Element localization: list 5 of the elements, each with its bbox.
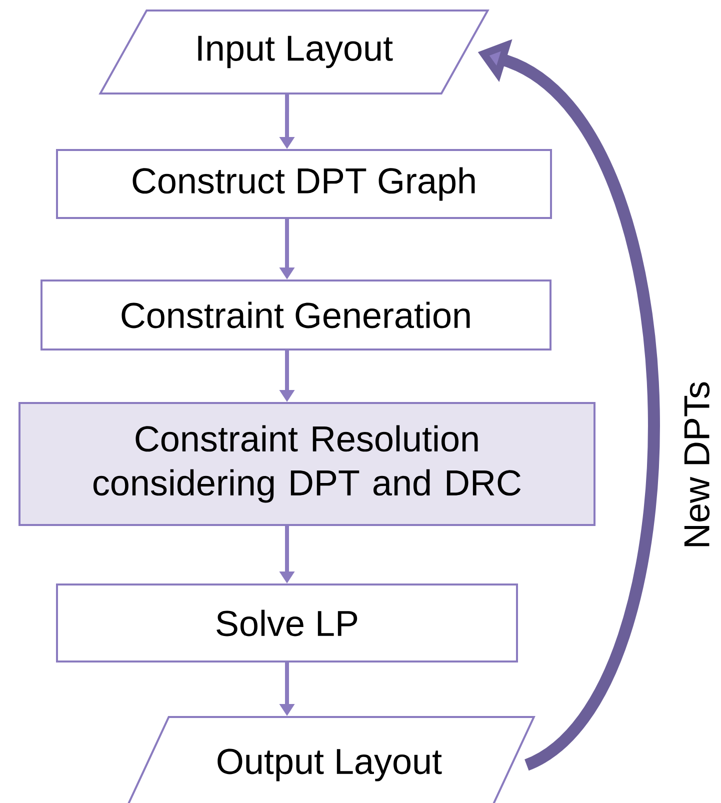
process-box: Constraint Generation	[40, 280, 552, 350]
process-box: Construct DPT Graph	[56, 149, 552, 219]
edge-label: New DPTs	[682, 378, 712, 552]
process-box: Solve LP	[56, 584, 518, 662]
process-box: Constraint Resolution considering DPT and DRC	[18, 402, 596, 526]
